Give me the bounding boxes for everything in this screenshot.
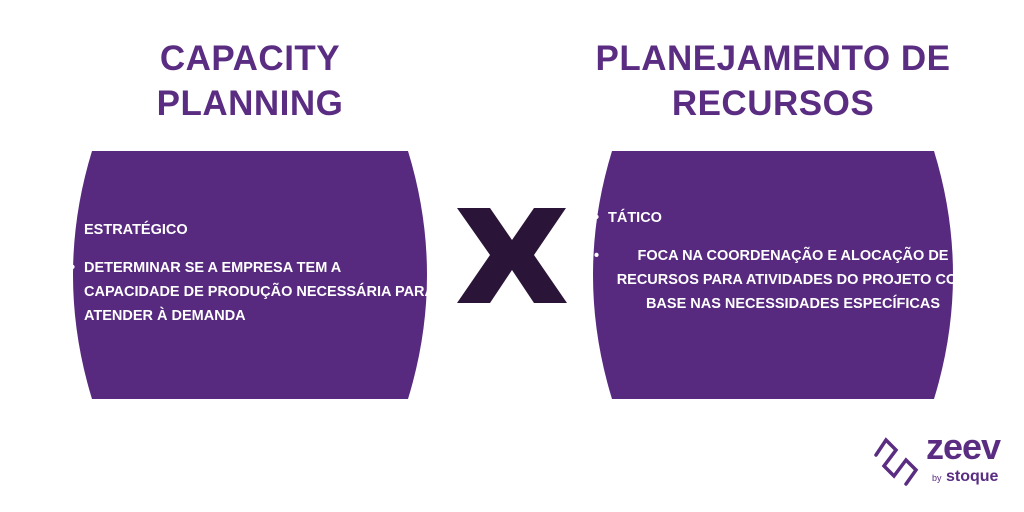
right-title-line2: RECURSOS <box>671 84 875 123</box>
x-mark-icon <box>457 208 567 303</box>
list-item: FOCA NA COORDENAÇÃO E ALOCAÇÃO DE RECURS… <box>594 244 974 316</box>
left-bullets: ESTRATÉGICO DETERMINAR SE A EMPRESA TEM … <box>70 218 440 342</box>
logo-by: by <box>932 473 942 483</box>
list-item: ESTRATÉGICO <box>70 218 440 242</box>
list-item: DETERMINAR SE A EMPRESA TEM A CAPACIDADE… <box>70 256 440 328</box>
logo-company: stoque <box>946 468 999 485</box>
left-title-line1: CAPACITY <box>159 39 341 78</box>
left-title-line2: PLANNING <box>156 84 344 123</box>
zeev-logo: zeev by stoque <box>868 426 1018 492</box>
list-item: TÁTICO <box>594 206 974 230</box>
zeev-logo-icon <box>874 437 919 486</box>
logo-name: zeev <box>926 426 1001 467</box>
right-bullets: TÁTICO FOCA NA COORDENAÇÃO E ALOCAÇÃO DE… <box>594 206 974 330</box>
left-title: CAPACITY PLANNING <box>100 36 400 126</box>
right-title: PLANEJAMENTO DE RECURSOS <box>573 36 973 126</box>
right-title-line1: PLANEJAMENTO DE <box>595 39 951 78</box>
